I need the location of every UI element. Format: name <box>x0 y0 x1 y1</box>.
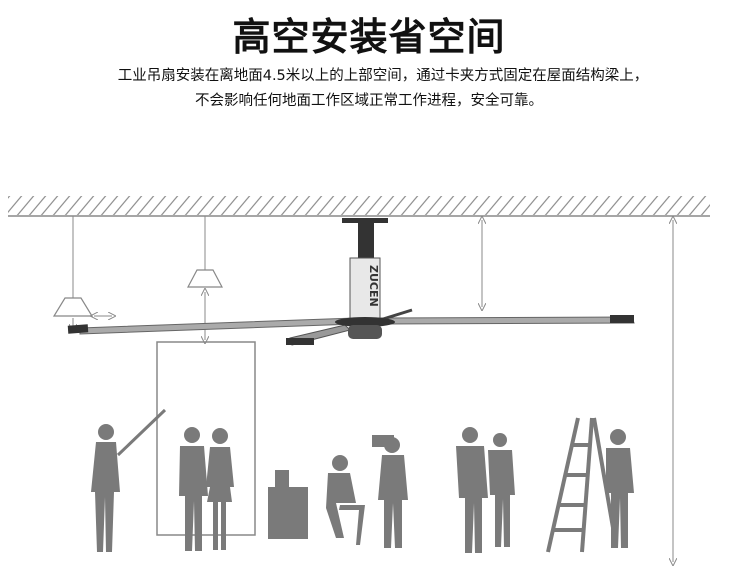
desk-icon <box>268 470 308 539</box>
people-silhouettes <box>91 408 634 553</box>
ceiling <box>8 196 710 217</box>
description-line-1: 工业吊扇安装在离地面4.5米以上的上部空间，通过卡夹方式固定在屋面结构梁上， <box>117 68 649 84</box>
fan-logo: ZUCEN <box>367 265 380 307</box>
person-icon <box>206 428 234 550</box>
ladder-icon <box>546 417 618 553</box>
lamp-icon <box>52 216 112 328</box>
doorway-frame <box>156 341 256 536</box>
person-icon <box>372 435 408 548</box>
description-line-2: 不会影响任何地面工作区域正常工作进程，安全可靠。 <box>195 93 543 109</box>
lamp-icon <box>187 216 223 340</box>
person-icon <box>488 433 515 547</box>
person-icon <box>326 455 365 545</box>
ceiling-fan: ZUCEN <box>67 218 635 346</box>
person-icon <box>456 427 488 553</box>
page-title: 高空安装省空间 <box>232 15 506 59</box>
person-icon <box>606 429 634 548</box>
person-icon <box>179 427 208 551</box>
person-icon <box>91 408 167 552</box>
